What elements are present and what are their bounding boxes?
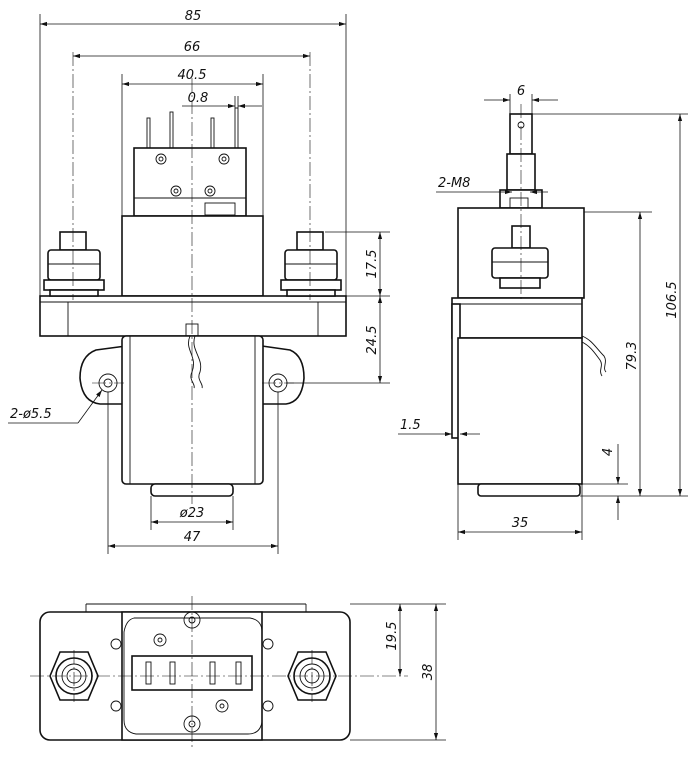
dim-2-dia-5-5: 2-ø5.5 (10, 407, 52, 422)
connector-rivets (155, 153, 230, 197)
side-terminal-nut (491, 247, 549, 279)
dim-0-8: 0.8 (188, 91, 209, 106)
side-coil-body (457, 337, 583, 485)
right-terminal (280, 231, 342, 297)
dim-1-5: 1.5 (400, 418, 421, 433)
connector-pins (146, 107, 239, 149)
dim-47: 47 (184, 530, 201, 545)
side-bottom-cap (477, 483, 581, 497)
left-terminal (43, 231, 105, 297)
dim-17-5: 17.5 (365, 250, 380, 279)
dim-66: 66 (184, 40, 201, 55)
dim-38: 38 (421, 664, 436, 681)
dim-106-5: 106.5 (665, 281, 680, 318)
top-view: 19.5 38 (30, 596, 446, 750)
connector-housing (133, 147, 247, 217)
dim-2-m8: 2-M8 (438, 176, 470, 191)
dim-85: 85 (185, 9, 202, 24)
dim-35: 35 (512, 516, 529, 531)
dim-dia-23: ø23 (179, 506, 205, 521)
dim-79-3: 79.3 (625, 342, 640, 371)
side-view: 6 2-M8 106.5 79.3 1.5 4 35 (398, 84, 688, 540)
dim-40-5: 40.5 (178, 68, 207, 83)
upper-housing (121, 215, 264, 297)
dim-24-5: 24.5 (365, 326, 380, 355)
dim-6: 6 (517, 84, 525, 99)
front-view: 85 66 40.5 0.8 17.5 24.5 2-ø5.5 ø23 (8, 9, 390, 554)
dim-19-5: 19.5 (385, 622, 400, 651)
dim-4: 4 (601, 448, 616, 456)
